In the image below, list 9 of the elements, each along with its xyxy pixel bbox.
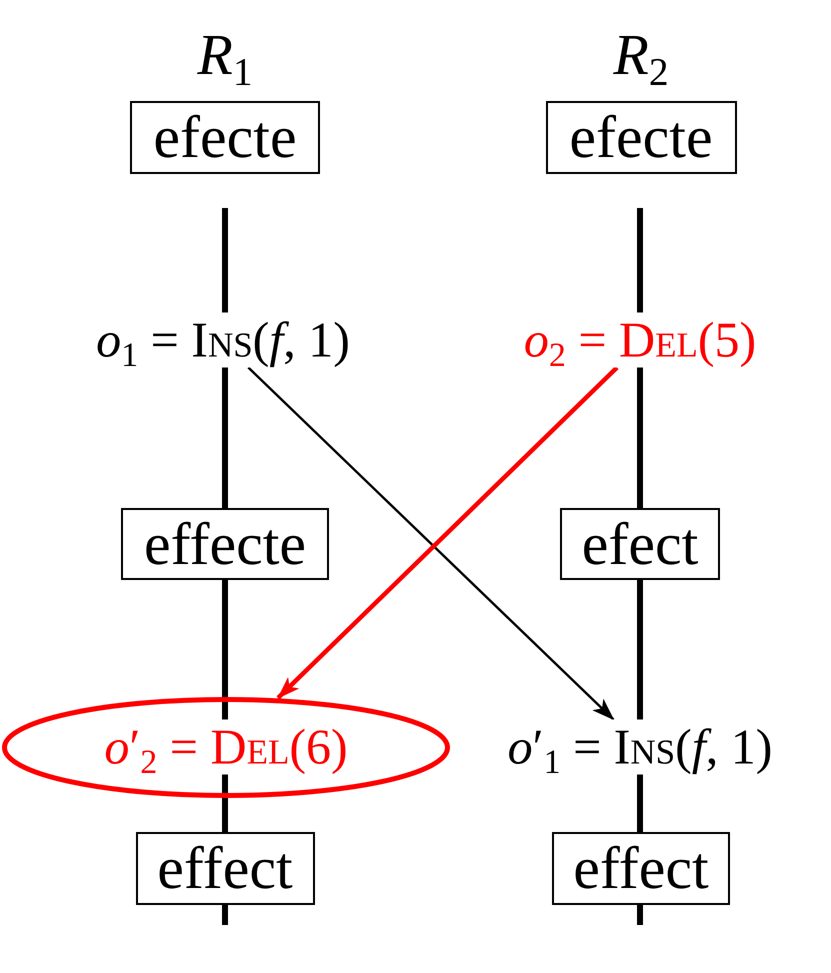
replica-label: R$_{1}$ bbox=[197, 26, 253, 84]
replica-label: R$_{2}$ bbox=[613, 26, 669, 84]
state-box: effecte bbox=[121, 508, 329, 580]
state-box: efect bbox=[560, 508, 720, 580]
state-box: effect bbox=[136, 832, 314, 904]
highlight-ellipse bbox=[2, 696, 450, 798]
state-box: efecte bbox=[130, 100, 320, 174]
state-box: efecte bbox=[546, 100, 736, 174]
state-box: effect bbox=[552, 832, 730, 904]
